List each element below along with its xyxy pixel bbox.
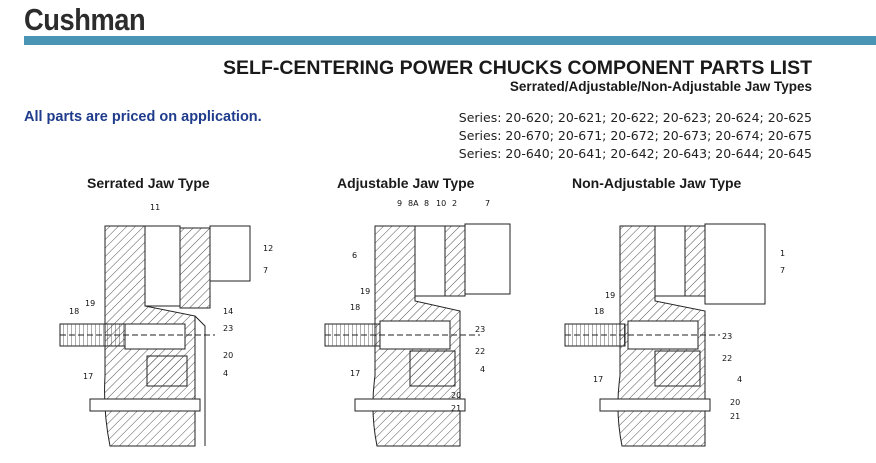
callout-22: 22 [722, 354, 732, 363]
serrated-jaw-drawing: 11 12 7 14 23 20 4 19 18 17 [55, 196, 285, 463]
callout-20: 20 [730, 398, 740, 407]
callout-9: 9 [397, 199, 402, 208]
callout-17: 17 [83, 372, 93, 381]
callout-7: 7 [485, 199, 490, 208]
callout-21: 21 [451, 404, 461, 413]
callout-19: 19 [85, 299, 95, 308]
callout-14: 14 [223, 307, 233, 316]
callout-8: 8 [424, 199, 429, 208]
callout-18: 18 [69, 307, 79, 316]
callout-23: 23 [475, 325, 485, 334]
callout-11: 11 [150, 203, 160, 212]
serrated-jaw-label: Serrated Jaw Type [87, 175, 210, 191]
series-line: Series: 20-670; 20-671; 20-672; 20-673; … [458, 128, 812, 143]
non-adjustable-jaw-drawing: 1 7 19 18 23 22 17 4 20 21 [560, 196, 790, 463]
callout-7: 7 [780, 266, 785, 275]
adjustable-jaw-drawing: 9 8A 8 10 2 7 6 19 18 23 22 17 4 20 21 [320, 196, 520, 463]
callout-19: 19 [605, 291, 615, 300]
callout-20: 20 [223, 351, 233, 360]
cushman-logo: Cushman [24, 2, 146, 37]
callout-4: 4 [737, 375, 742, 384]
callout-10: 10 [436, 199, 446, 208]
callout-20: 20 [451, 391, 461, 400]
page-subtitle: Serrated/Adjustable/Non-Adjustable Jaw T… [509, 79, 812, 94]
page-title: SELF-CENTERING POWER CHUCKS COMPONENT PA… [223, 57, 812, 79]
series-line: Series: 20-640; 20-641; 20-642; 20-643; … [458, 146, 812, 161]
callout-12: 12 [263, 244, 273, 253]
callout-1: 1 [780, 249, 785, 258]
callout-8a: 8A [408, 199, 419, 208]
callout-23: 23 [223, 324, 233, 333]
callout-4: 4 [480, 365, 485, 374]
callout-17: 17 [350, 369, 360, 378]
callout-22: 22 [475, 347, 485, 356]
callout-21: 21 [730, 412, 740, 421]
adjustable-jaw-label: Adjustable Jaw Type [337, 175, 475, 191]
series-line: Series: 20-620; 20-621; 20-622; 20-623; … [458, 110, 812, 125]
header-bar [24, 36, 876, 45]
callout-6: 6 [352, 251, 357, 260]
callout-23: 23 [722, 332, 732, 341]
callout-18: 18 [350, 303, 360, 312]
series-list: Series: 20-620; 20-621; 20-622; 20-623; … [459, 109, 812, 163]
callout-18: 18 [594, 307, 604, 316]
callout-19: 19 [360, 287, 370, 296]
callout-2: 2 [452, 199, 457, 208]
non-adjustable-jaw-label: Non-Adjustable Jaw Type [572, 175, 742, 191]
callout-7: 7 [263, 266, 268, 275]
callout-4: 4 [223, 369, 228, 378]
pricing-note: All parts are priced on application. [24, 109, 262, 125]
callout-17: 17 [593, 375, 603, 384]
